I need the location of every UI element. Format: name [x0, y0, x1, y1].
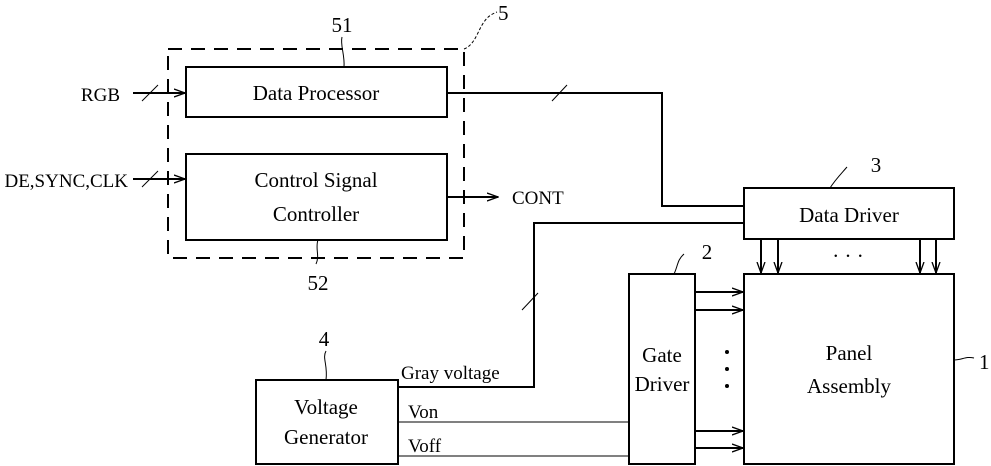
ref-leader-5 [464, 12, 497, 49]
gate-driver-block [629, 274, 695, 464]
data-processor-label: Data Processor [253, 81, 380, 105]
control-signal-controller-label-line2: Controller [273, 202, 359, 226]
timing-signal-label: DE,SYNC,CLK [4, 171, 128, 192]
voltage-generator-label-line1: Voltage [294, 395, 358, 419]
voltage-generator-label-line2: Generator [284, 425, 368, 449]
data-driver-label: Data Driver [799, 203, 899, 227]
ref-leader-3 [830, 167, 847, 188]
image-data-bus-line [447, 93, 744, 206]
gate-lines-ellipsis-dot-2 [725, 367, 729, 371]
panel-assembly-label-line2: Assembly [807, 374, 892, 398]
cont-signal-label: CONT [512, 188, 564, 209]
rgb-signal-label: RGB [81, 85, 120, 106]
ref-4: 4 [319, 327, 330, 351]
ref-leader-52 [316, 240, 318, 264]
ref-2: 2 [702, 240, 713, 264]
von-label: Von [408, 402, 439, 423]
voltage-generator-block [256, 380, 398, 464]
gray-voltage-label: Gray voltage [401, 363, 500, 384]
ref-leader-2 [674, 254, 684, 274]
voff-label: Voff [408, 436, 442, 457]
gate-driver-label-line2: Driver [635, 372, 690, 396]
data-lines-ellipsis: · · · [832, 244, 863, 268]
ref-leader-51 [342, 37, 345, 67]
panel-assembly-label-line1: Panel [826, 341, 873, 365]
ref-3: 3 [871, 153, 882, 177]
gray-voltage-bus-slash [522, 293, 538, 310]
gate-lines-ellipsis-dot-1 [725, 350, 729, 354]
ref-51: 51 [332, 13, 353, 37]
ref-1: 1 [979, 350, 990, 374]
control-signal-controller-block [186, 154, 447, 240]
ref-leader-4 [325, 351, 327, 380]
control-signal-controller-label-line1: Control Signal [254, 168, 377, 192]
ref-52: 52 [308, 271, 329, 295]
panel-assembly-block [744, 274, 954, 464]
gate-lines-ellipsis-dot-3 [725, 384, 729, 388]
ref-5: 5 [498, 1, 509, 25]
gate-driver-label-line1: Gate [642, 343, 682, 367]
ref-leader-1 [954, 357, 974, 360]
